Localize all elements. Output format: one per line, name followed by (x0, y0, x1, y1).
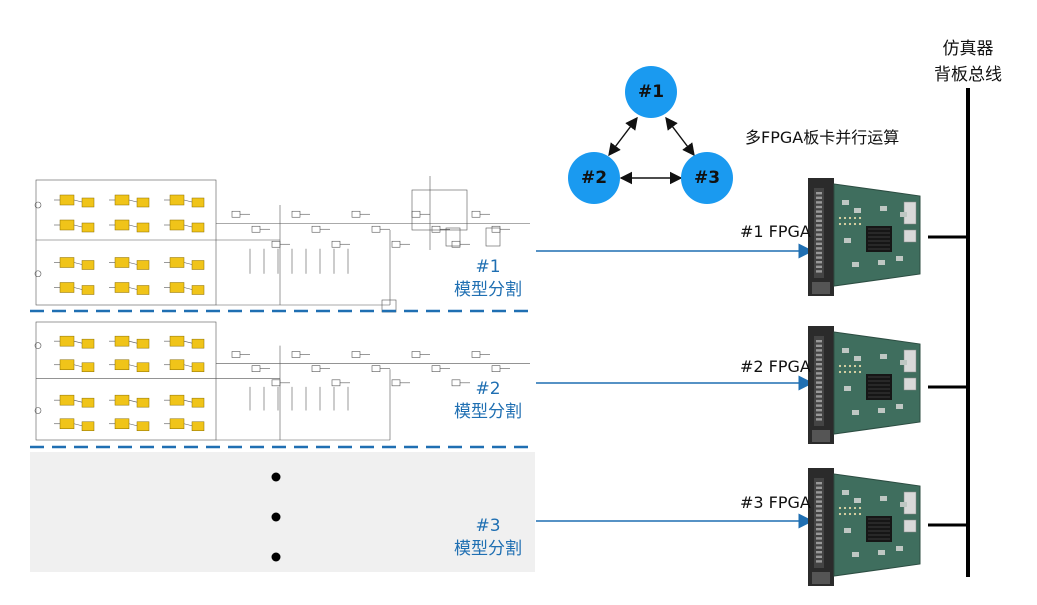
circuit-schematic-2 (34, 321, 530, 441)
ring-node-1: #1 (625, 66, 677, 118)
partition-label-3: #3 模型分割 (438, 515, 538, 561)
fpga-label-1: #1 FPGA (740, 222, 811, 241)
arrow-node-1-node-2 (608, 116, 638, 157)
partition-3-background (30, 452, 535, 572)
parallel-compute-title: 多FPGA板卡并行运算 (745, 128, 900, 147)
partition-3-id: #3 (475, 516, 501, 536)
partition-label-1: #1 模型分割 (438, 256, 538, 302)
bus-label-line-2: 背板总线 (934, 65, 1002, 85)
ring-node-3: #3 (681, 152, 733, 204)
fpga-board-3-image (808, 468, 921, 586)
fpga-board-1-image (808, 178, 921, 296)
partition-1-text: 模型分割 (454, 280, 522, 300)
ellipsis-dot-2 (271, 512, 281, 522)
backplane-bus-label: 仿真器 背板总线 (918, 36, 1018, 88)
ellipsis-dot-3 (271, 552, 281, 562)
arrow-node-1-node-3 (665, 116, 695, 157)
partition-2-text: 模型分割 (454, 402, 522, 422)
partition-label-2: #2 模型分割 (438, 378, 538, 424)
fpga-label-2: #2 FPGA (740, 357, 811, 376)
partition-3-text: 模型分割 (454, 539, 522, 559)
bus-label-line-1: 仿真器 (942, 39, 994, 59)
ring-node-2: #2 (568, 152, 620, 204)
partition-1-id: #1 (475, 257, 501, 277)
fpga-board-2-image (808, 326, 921, 444)
partition-2-id: #2 (475, 379, 501, 399)
fpga-label-3: #3 FPGA (740, 493, 811, 512)
circuit-schematic-1 (34, 176, 530, 313)
ellipsis-dot-1 (271, 472, 281, 482)
